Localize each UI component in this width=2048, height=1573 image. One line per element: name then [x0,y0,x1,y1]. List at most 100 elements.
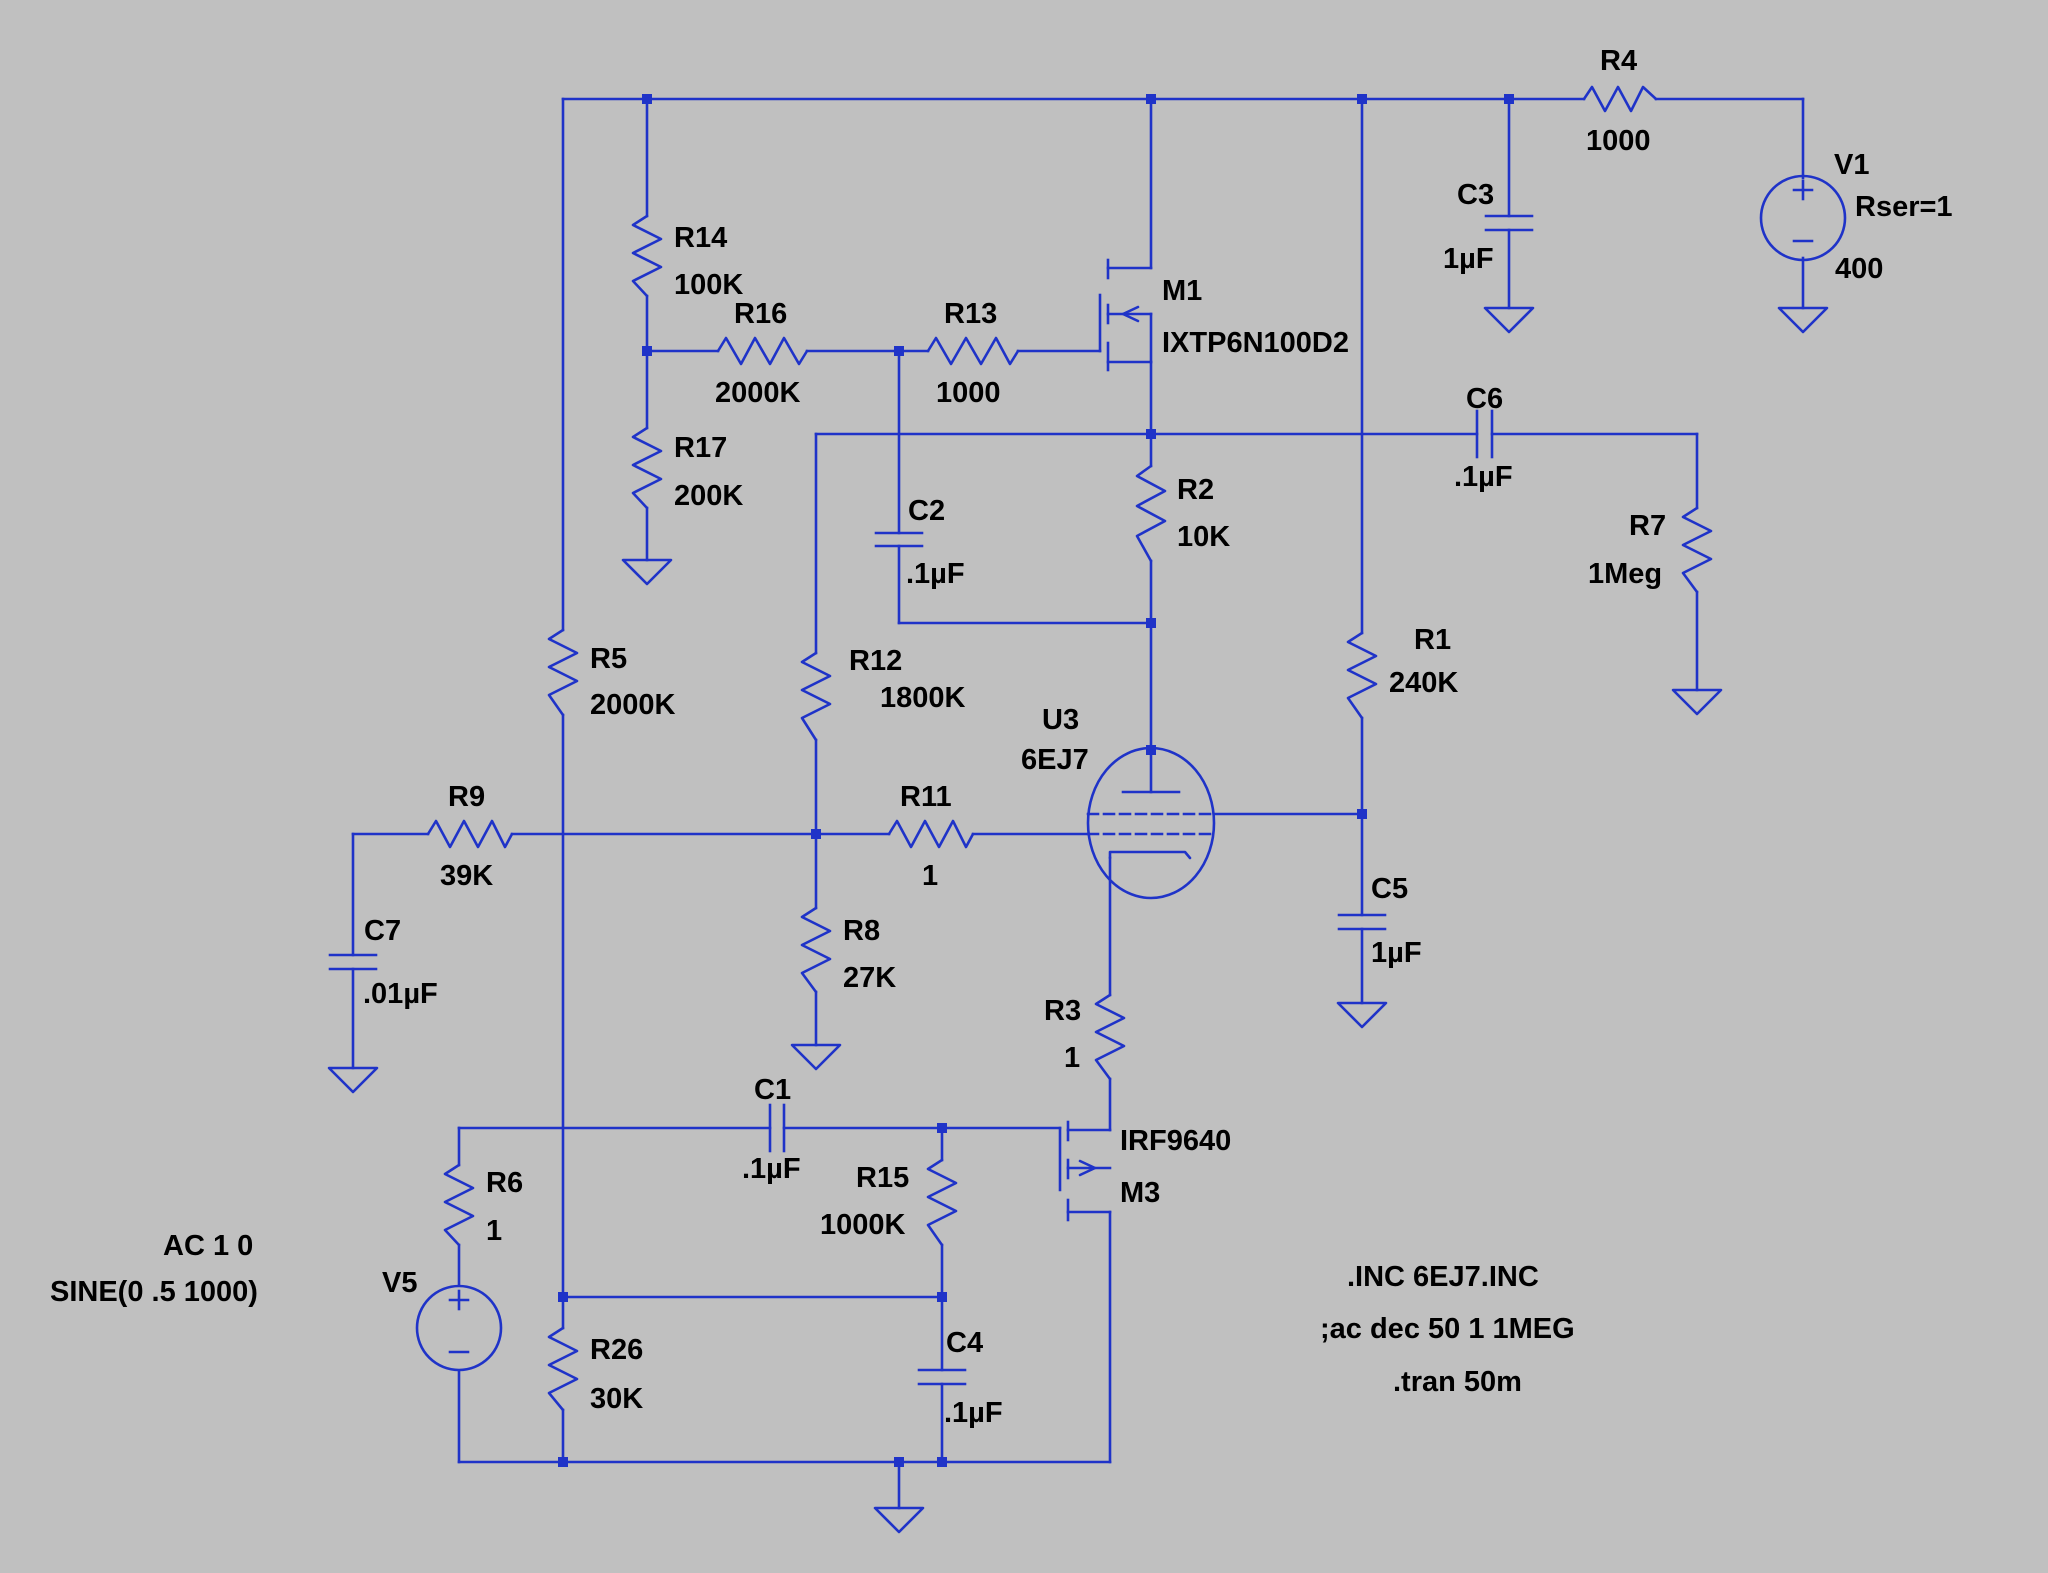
capacitor-c2[interactable] [874,531,924,548]
ground-icon [1336,1001,1388,1029]
r12-name: R12 [849,645,902,677]
ground-icon [621,558,673,586]
r1-name: R1 [1414,624,1451,656]
v1-name: V1 [1834,149,1869,181]
r6-name: R6 [486,1167,523,1199]
resistor-r3[interactable] [1094,993,1126,1081]
capacitors [328,214,1534,1386]
c2-value: .1µF [906,558,965,590]
v1-value: 400 [1835,253,1883,285]
m3-value: IRF9640 [1120,1125,1231,1157]
directive-tran: .tran 50m [1393,1366,1522,1398]
u3-name: U3 [1042,704,1079,736]
r3-name: R3 [1044,995,1081,1027]
capacitor-c7[interactable] [328,953,378,971]
ground-icon [1483,306,1535,334]
r2-name: R2 [1177,474,1214,506]
junction-dots [558,94,1514,1467]
resistor-r9[interactable] [426,819,514,849]
v5-extra: AC 1 0 [163,1230,253,1262]
resistor-r4[interactable] [1582,85,1658,113]
capacitor-c1[interactable] [768,1103,786,1153]
c1-value: .1µF [742,1153,801,1185]
v1-extra: Rser=1 [1855,191,1953,223]
r17-name: R17 [674,432,727,464]
r6-value: 1 [486,1215,502,1247]
capacitor-c3[interactable] [1484,214,1534,232]
r9-name: R9 [448,781,485,813]
tube-u3[interactable] [1086,746,1217,900]
mosfet-m1[interactable] [1098,258,1153,372]
capacitor-c6[interactable] [1475,409,1494,459]
r2-value: 10K [1177,521,1230,553]
r8-value: 27K [843,962,896,994]
r5-name: R5 [590,643,627,675]
mosfet-m3[interactable] [1058,1120,1112,1222]
r17-value: 200K [674,480,743,512]
resistor-r13[interactable] [926,336,1020,366]
resistor-r14[interactable] [631,214,663,298]
r11-value: 1 [922,860,938,892]
ground-icon [1671,688,1723,716]
wires [351,97,1805,1510]
resistor-r15[interactable] [926,1158,958,1247]
r12-value: 1800K [880,682,966,714]
c7-name: C7 [364,915,401,947]
resistor-r17[interactable] [631,426,663,510]
labels: R4 1000 V1 Rser=1 400 C3 1µF R14 100K R1… [50,45,1953,1429]
r14-name: R14 [674,222,727,254]
r16-value: 2000K [715,377,801,409]
resistor-r12[interactable] [800,651,832,742]
ground-icon [327,1066,379,1094]
c6-value: .1µF [1454,461,1513,493]
resistor-r7[interactable] [1681,506,1713,594]
r13-name: R13 [944,298,997,330]
r16-name: R16 [734,298,787,330]
ground-icon [1777,306,1829,334]
c4-value: .1µF [944,1397,1003,1429]
source-v5[interactable] [415,1284,503,1372]
c3-value: 1µF [1443,243,1494,275]
r1-value: 240K [1389,667,1458,699]
c4-name: C4 [946,1327,983,1359]
r4-name: R4 [1600,45,1637,77]
r3-value: 1 [1064,1042,1080,1074]
r11-name: R11 [900,781,952,813]
capacitor-c4[interactable] [917,1368,967,1386]
resistor-r11[interactable] [887,819,975,849]
u3-value: 6EJ7 [1021,744,1089,776]
r15-name: R15 [856,1162,909,1194]
resistor-r26[interactable] [547,1326,579,1412]
r5-value: 2000K [590,689,676,721]
r4-value: 1000 [1586,125,1651,157]
resistor-r1[interactable] [1346,631,1378,720]
capacitor-c5[interactable] [1337,913,1387,931]
directive-inc: .INC 6EJ7.INC [1347,1261,1539,1293]
resistor-r16[interactable] [716,336,809,366]
r8-name: R8 [843,915,880,947]
r26-name: R26 [590,1334,643,1366]
grounds [327,306,1829,1534]
source-v1[interactable] [1759,174,1847,262]
resistor-r6[interactable] [443,1163,475,1247]
r9-value: 39K [440,860,493,892]
r7-value: 1Meg [1588,558,1662,590]
c5-value: 1µF [1371,937,1422,969]
v5-name: V5 [382,1267,417,1299]
directive-ac: ;ac dec 50 1 1MEG [1320,1313,1575,1345]
resistor-r8[interactable] [800,906,832,994]
resistor-r2[interactable] [1135,464,1167,563]
m1-value: IXTP6N100D2 [1162,327,1349,359]
r15-value: 1000K [820,1209,906,1241]
c2-name: C2 [908,495,945,527]
ground-icon [790,1043,842,1071]
m1-name: M1 [1162,275,1202,307]
r13-value: 1000 [936,377,1001,409]
ground-icon [873,1506,925,1534]
c5-name: C5 [1371,873,1408,905]
resistors [426,85,1713,1412]
resistor-r5[interactable] [547,628,579,717]
c3-name: C3 [1457,179,1494,211]
m3-name: M3 [1120,1177,1160,1209]
